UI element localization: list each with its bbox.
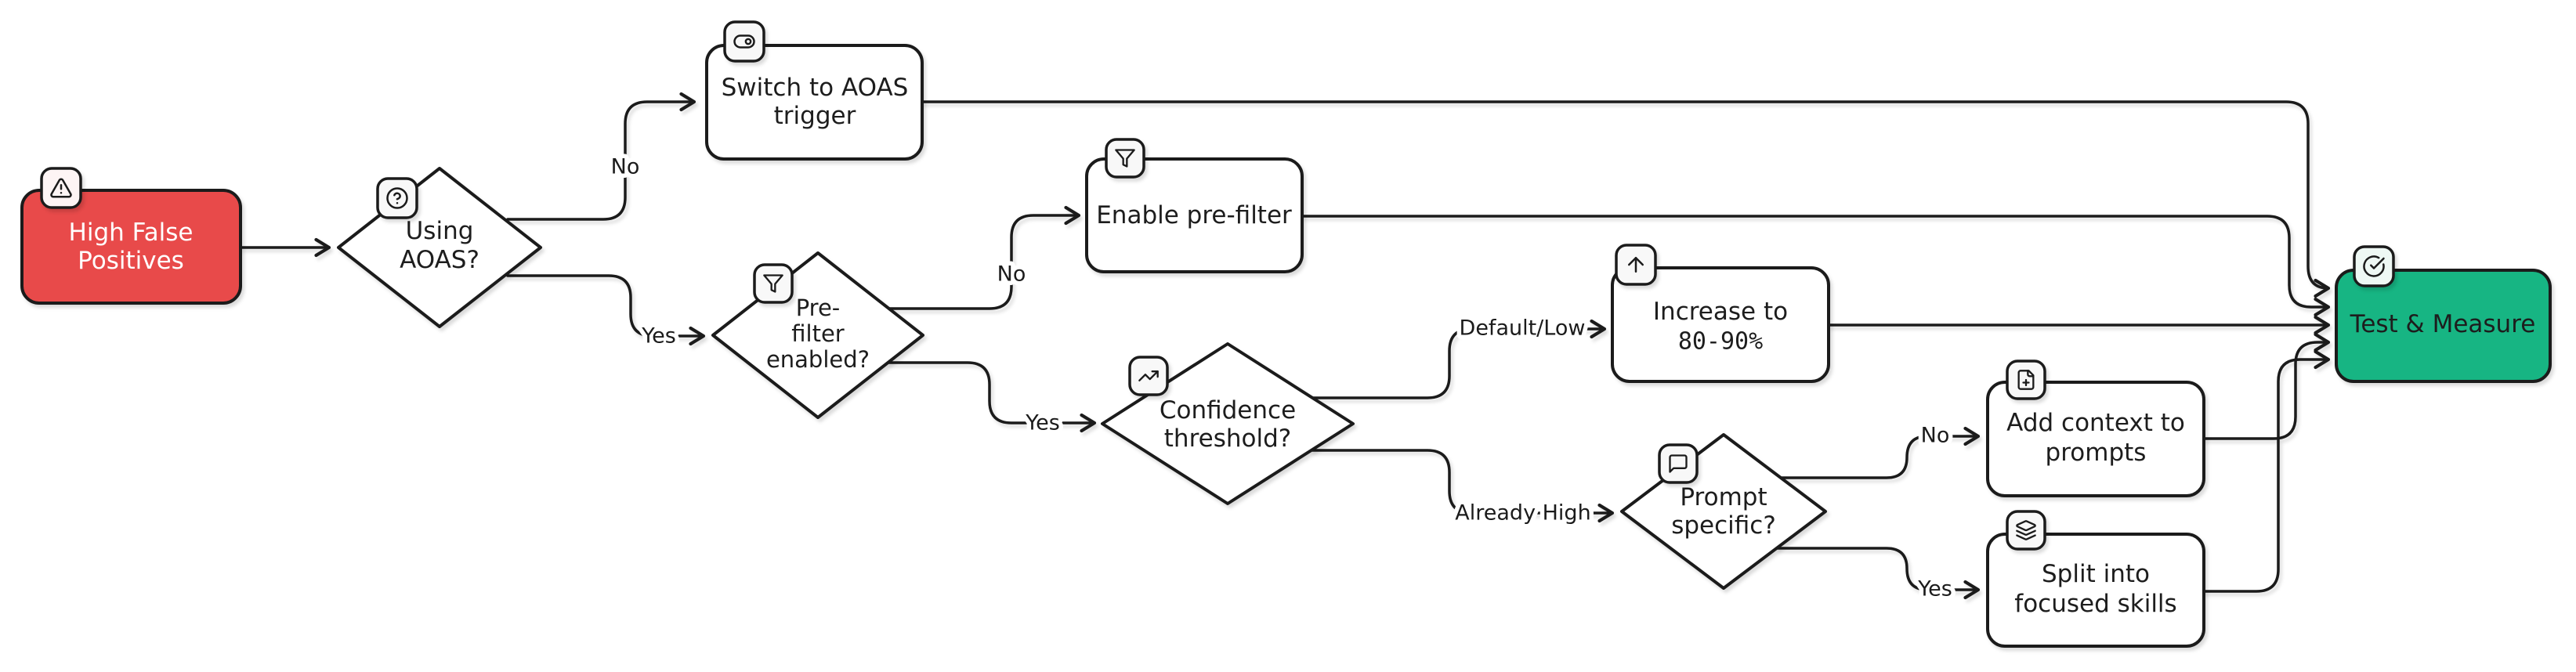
layers-icon: [2006, 510, 2046, 551]
edge-label-already-high: Already High: [1455, 501, 1590, 526]
node-label-line: Enable pre-filter: [1096, 201, 1292, 229]
edge-enable-to-test: [1301, 215, 2331, 317]
edge-prompt-no: [1779, 426, 1981, 479]
edge-add-context-to-test: [2202, 332, 2331, 440]
edge-prefilter-yes: [886, 361, 1097, 433]
node-split-skills: Split into focused skills: [1986, 533, 2205, 648]
edge-using-yes: [506, 274, 706, 346]
filter-icon: [1105, 138, 1145, 179]
edge-confidence-already-high: [1310, 449, 1615, 523]
node-high-false-positives: High False Positives: [20, 189, 242, 305]
node-enable-prefilter: Enable pre-filter: [1085, 157, 1304, 273]
edge-prefilter-no: [888, 205, 1081, 310]
edge-label-using-yes: Yes: [641, 324, 676, 349]
file-plus-icon: [2006, 359, 2046, 400]
node-label-line: Increase to: [1653, 298, 1788, 326]
edge-using-no: [506, 92, 696, 221]
node-label-line: enabled?: [766, 346, 870, 373]
node-prefilter-enabled: Pre- filter enabled?: [711, 251, 924, 419]
trending-up-icon: [1128, 356, 1169, 396]
node-label-line: trigger: [774, 102, 856, 130]
edge-prompt-yes: [1775, 547, 1981, 600]
node-label-line: Confidence: [1160, 396, 1296, 425]
node-label-line: High False: [69, 219, 194, 247]
arrow-up-icon: [1615, 244, 1657, 286]
node-test-measure: Test & Measure: [2335, 269, 2552, 383]
node-label-line: focused skills: [2014, 590, 2176, 618]
node-label-line: Split into: [2042, 560, 2150, 588]
edge-switch-to-test: [921, 100, 2331, 298]
node-label-line: Using: [406, 217, 474, 245]
toggle-icon: [723, 20, 765, 63]
node-label-line: AOAS?: [400, 246, 479, 274]
edge-labels-layer: No Yes No Yes Default/Low Already High N…: [606, 150, 1956, 605]
edge-confidence-default-low: [1311, 319, 1607, 399]
edge-split-to-test: [2202, 349, 2331, 593]
node-increase-threshold: Increase to 80-90%: [1611, 266, 1830, 383]
edge-label-prefilter-no: No: [997, 262, 1026, 287]
message-square-icon: [1658, 443, 1699, 484]
node-label-line: Add context to: [2006, 409, 2185, 437]
node-label-line: Switch to AOAS: [722, 74, 909, 102]
triangle-alert-icon: [40, 167, 82, 209]
icon-badges-layer: [40, 20, 2395, 551]
node-switch-to-aoas-trigger: Switch to AOAS trigger: [705, 44, 924, 161]
node-label-line: filter: [791, 320, 845, 347]
edge-label-prompt-yes: Yes: [1917, 577, 1952, 602]
node-label-line: prompts: [2046, 439, 2147, 467]
node-label-line: Test & Measure: [2350, 310, 2536, 338]
node-label-line: Pre-: [796, 294, 841, 321]
node-add-context: Add context to prompts: [1986, 381, 2205, 497]
edge-label-prefilter-yes: Yes: [1025, 411, 1060, 435]
edge-label-default-low: Default/Low: [1460, 316, 1586, 341]
circle-check-icon: [2353, 245, 2395, 287]
edge-label-using-no: No: [611, 155, 640, 179]
node-prompt-specific: Prompt specific?: [1620, 433, 1827, 590]
node-label-line: Positives: [78, 247, 184, 275]
edge-label-prompt-no: No: [1921, 424, 1950, 448]
node-label-line: threshold?: [1164, 425, 1291, 453]
node-using-aoas: Using AOAS?: [337, 167, 542, 328]
node-label-line: specific?: [1671, 511, 1776, 540]
circle-help-icon: [376, 177, 418, 219]
filter-icon: [753, 263, 794, 304]
nodes-layer: High False Positives Using AOAS? Switch …: [20, 44, 2552, 648]
edges-layer: [239, 92, 2331, 600]
node-label-line: Prompt: [1680, 483, 1767, 511]
node-label-line: 80-90%: [1678, 328, 1763, 356]
